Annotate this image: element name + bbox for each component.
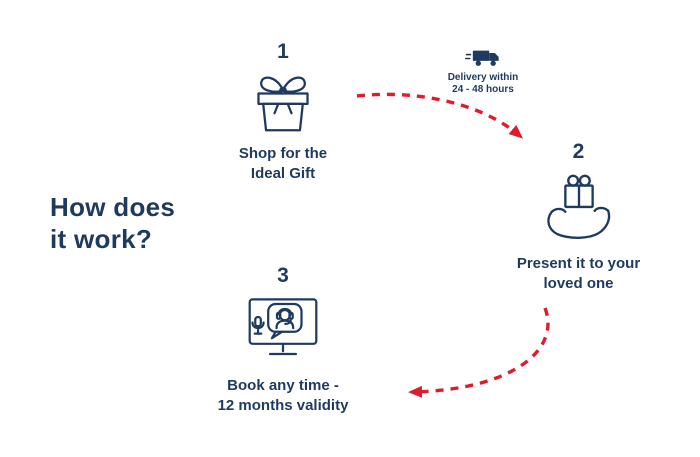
step-2-caption-line1: Present it to your bbox=[516, 255, 641, 273]
step-1-caption-line2: Ideal Gift bbox=[250, 165, 316, 183]
step-1-caption-line1: Shop for the bbox=[238, 145, 328, 163]
page-title: How does it work? bbox=[50, 192, 175, 255]
step-1-number: 1 bbox=[277, 40, 289, 63]
step-2-caption-line2: loved one bbox=[543, 275, 614, 293]
delivery-badge: Delivery within 24 - 48 hours bbox=[420, 48, 546, 96]
delivery-line2: 24 - 48 hours bbox=[452, 84, 514, 95]
step-2: 2 Present it to your loved one bbox=[496, 140, 661, 295]
step-2-caption: Present it to your loved one bbox=[496, 254, 661, 295]
step-3-caption-line2: 12 months validity bbox=[217, 397, 349, 415]
step-1: 1 Shop for the Ideal Gift bbox=[203, 40, 363, 185]
support-monitor-icon bbox=[248, 298, 318, 356]
step-3-caption-line1: Book any time - bbox=[227, 377, 339, 395]
delivery-truck-icon bbox=[465, 50, 499, 66]
page-title-line2: it work? bbox=[50, 223, 153, 254]
step-3-caption: Book any time - 12 months validity bbox=[193, 376, 373, 417]
gift-box-icon bbox=[257, 76, 309, 132]
hand-holding-gift-icon bbox=[546, 174, 610, 240]
step-1-caption: Shop for the Ideal Gift bbox=[203, 144, 363, 185]
arrow-step1-to-step2 bbox=[356, 92, 524, 139]
arrow-step2-to-step3 bbox=[408, 307, 550, 398]
page-title-line1: How does bbox=[50, 192, 176, 222]
step-3: 3 Book any time - 12 mon bbox=[193, 264, 373, 417]
step-2-number: 2 bbox=[572, 140, 585, 163]
step-3-number: 3 bbox=[277, 264, 289, 287]
delivery-badge-label: Delivery within 24 - 48 hours bbox=[420, 72, 546, 96]
delivery-line1: Delivery within bbox=[447, 72, 519, 83]
